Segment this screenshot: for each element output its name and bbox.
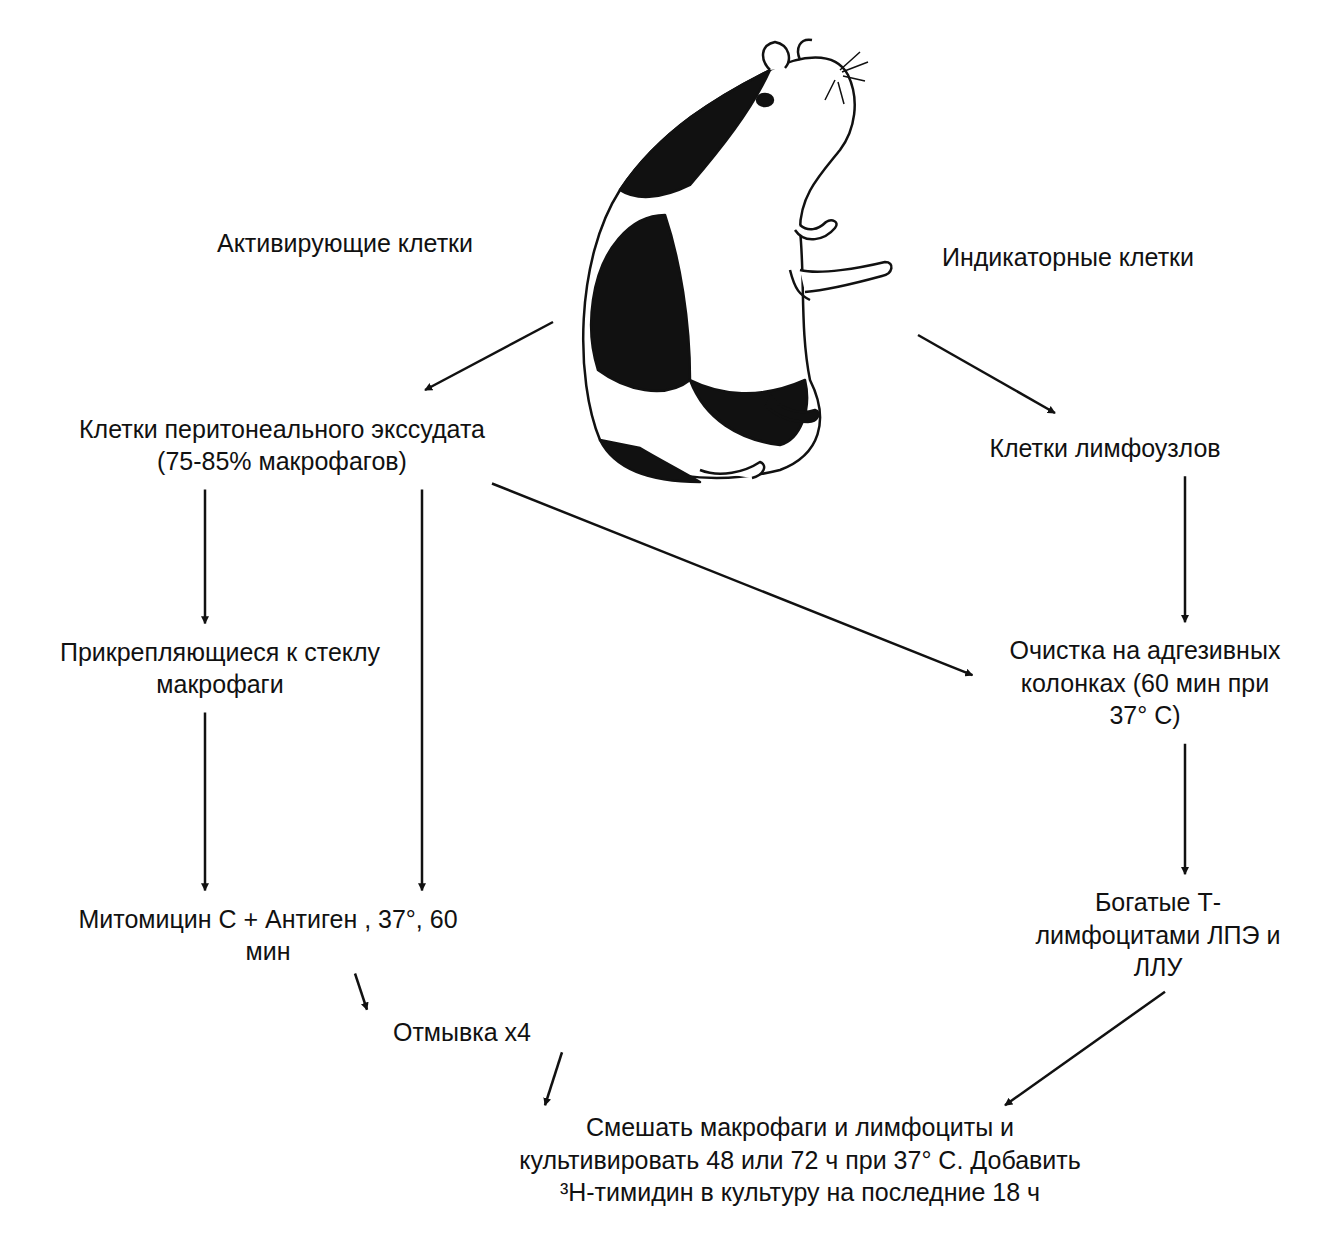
step-text: Богатые Т-лимфоцитами ЛПЭ и ЛЛУ bbox=[1023, 886, 1293, 984]
group-label: Индикаторные клетки bbox=[938, 241, 1198, 274]
flow-arrow bbox=[421, 490, 424, 891]
process-step: Клетки лимфоузлов bbox=[955, 432, 1255, 465]
flow-arrow bbox=[1184, 744, 1187, 875]
flow-arrow bbox=[1184, 476, 1187, 622]
step-text: Клетки перитонеального экссудата (75-85%… bbox=[72, 413, 492, 478]
step-text: Митомицин С + Антиген , 37°, 60 мин bbox=[78, 903, 458, 968]
group-label: Активирующие клетки bbox=[215, 227, 475, 260]
flow-arrow bbox=[204, 713, 207, 891]
process-step: Митомицин С + Антиген , 37°, 60 мин bbox=[78, 903, 458, 968]
process-step: Очистка на адгезивных колонках (60 мин п… bbox=[1008, 634, 1283, 732]
process-step: Богатые Т-лимфоцитами ЛПЭ и ЛЛУ bbox=[1023, 886, 1293, 984]
step-text: Отмывка x4 bbox=[362, 1016, 562, 1049]
source-arrow bbox=[918, 335, 1055, 413]
step-text: Смешать макрофаги и лимфоциты и культиви… bbox=[500, 1111, 1100, 1209]
flow-arrow bbox=[1005, 992, 1165, 1106]
process-step: Клетки перитонеального экссудата (75-85%… bbox=[72, 413, 492, 478]
flow-arrow bbox=[492, 484, 973, 676]
flow-arrow bbox=[355, 974, 367, 1010]
flow-arrow bbox=[545, 1052, 562, 1105]
flow-arrow bbox=[204, 490, 207, 624]
step-text: Очистка на адгезивных колонках (60 мин п… bbox=[1008, 634, 1283, 732]
process-step: Прикрепляющиеся к стеклу макрофаги bbox=[55, 636, 385, 701]
guinea-pig bbox=[583, 40, 891, 482]
step-text: Клетки лимфоузлов bbox=[955, 432, 1255, 465]
process-step: Отмывка x4 bbox=[362, 1016, 562, 1049]
process-step: Смешать макрофаги и лимфоциты и культиви… bbox=[500, 1111, 1100, 1209]
step-text: Прикрепляющиеся к стеклу макрофаги bbox=[55, 636, 385, 701]
source-arrow bbox=[425, 322, 553, 390]
